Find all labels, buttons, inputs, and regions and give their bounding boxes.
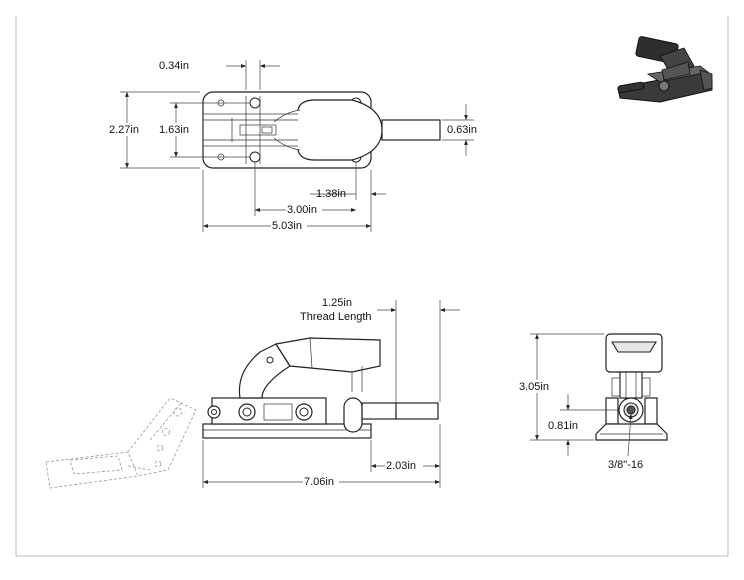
dim-label: 3.00in [287,204,317,216]
dim-label: 2.03in [386,460,416,472]
end-view: 3.05in 0.81in 3/8"-16 [518,333,668,471]
dim-label: 3/8"-16 [608,459,643,471]
dim-label: 1.38in [316,188,346,200]
dim-label: Thread Length [300,311,372,323]
top-view: 0.34in 2.27in 1.63in 0.63in 1.38in 3.00i… [108,60,477,232]
open-position-phantom [45,397,197,489]
dim-label: 0.81in [548,420,578,432]
plunger-rod [381,119,441,141]
dim-label: 2.27in [109,124,139,136]
dim-label: 5.03in [272,220,302,232]
end-handle [605,333,663,373]
dim-label: 0.63in [447,124,477,136]
sheet-border [15,16,729,557]
handle-outline [297,99,383,161]
side-view: 1.25in Thread Length 2.03in 7.06in [45,297,460,489]
dim-label: 1.63in [159,124,189,136]
threaded-plunger [395,402,439,420]
side-handle [275,337,381,373]
end-base [595,423,668,441]
dim-label: 3.05in [519,381,549,393]
dim-label: 7.06in [304,476,334,488]
dim-label: 0.34in [159,60,189,72]
dim-label: 1.25in [322,297,352,309]
isometric-preview-image [617,36,713,103]
